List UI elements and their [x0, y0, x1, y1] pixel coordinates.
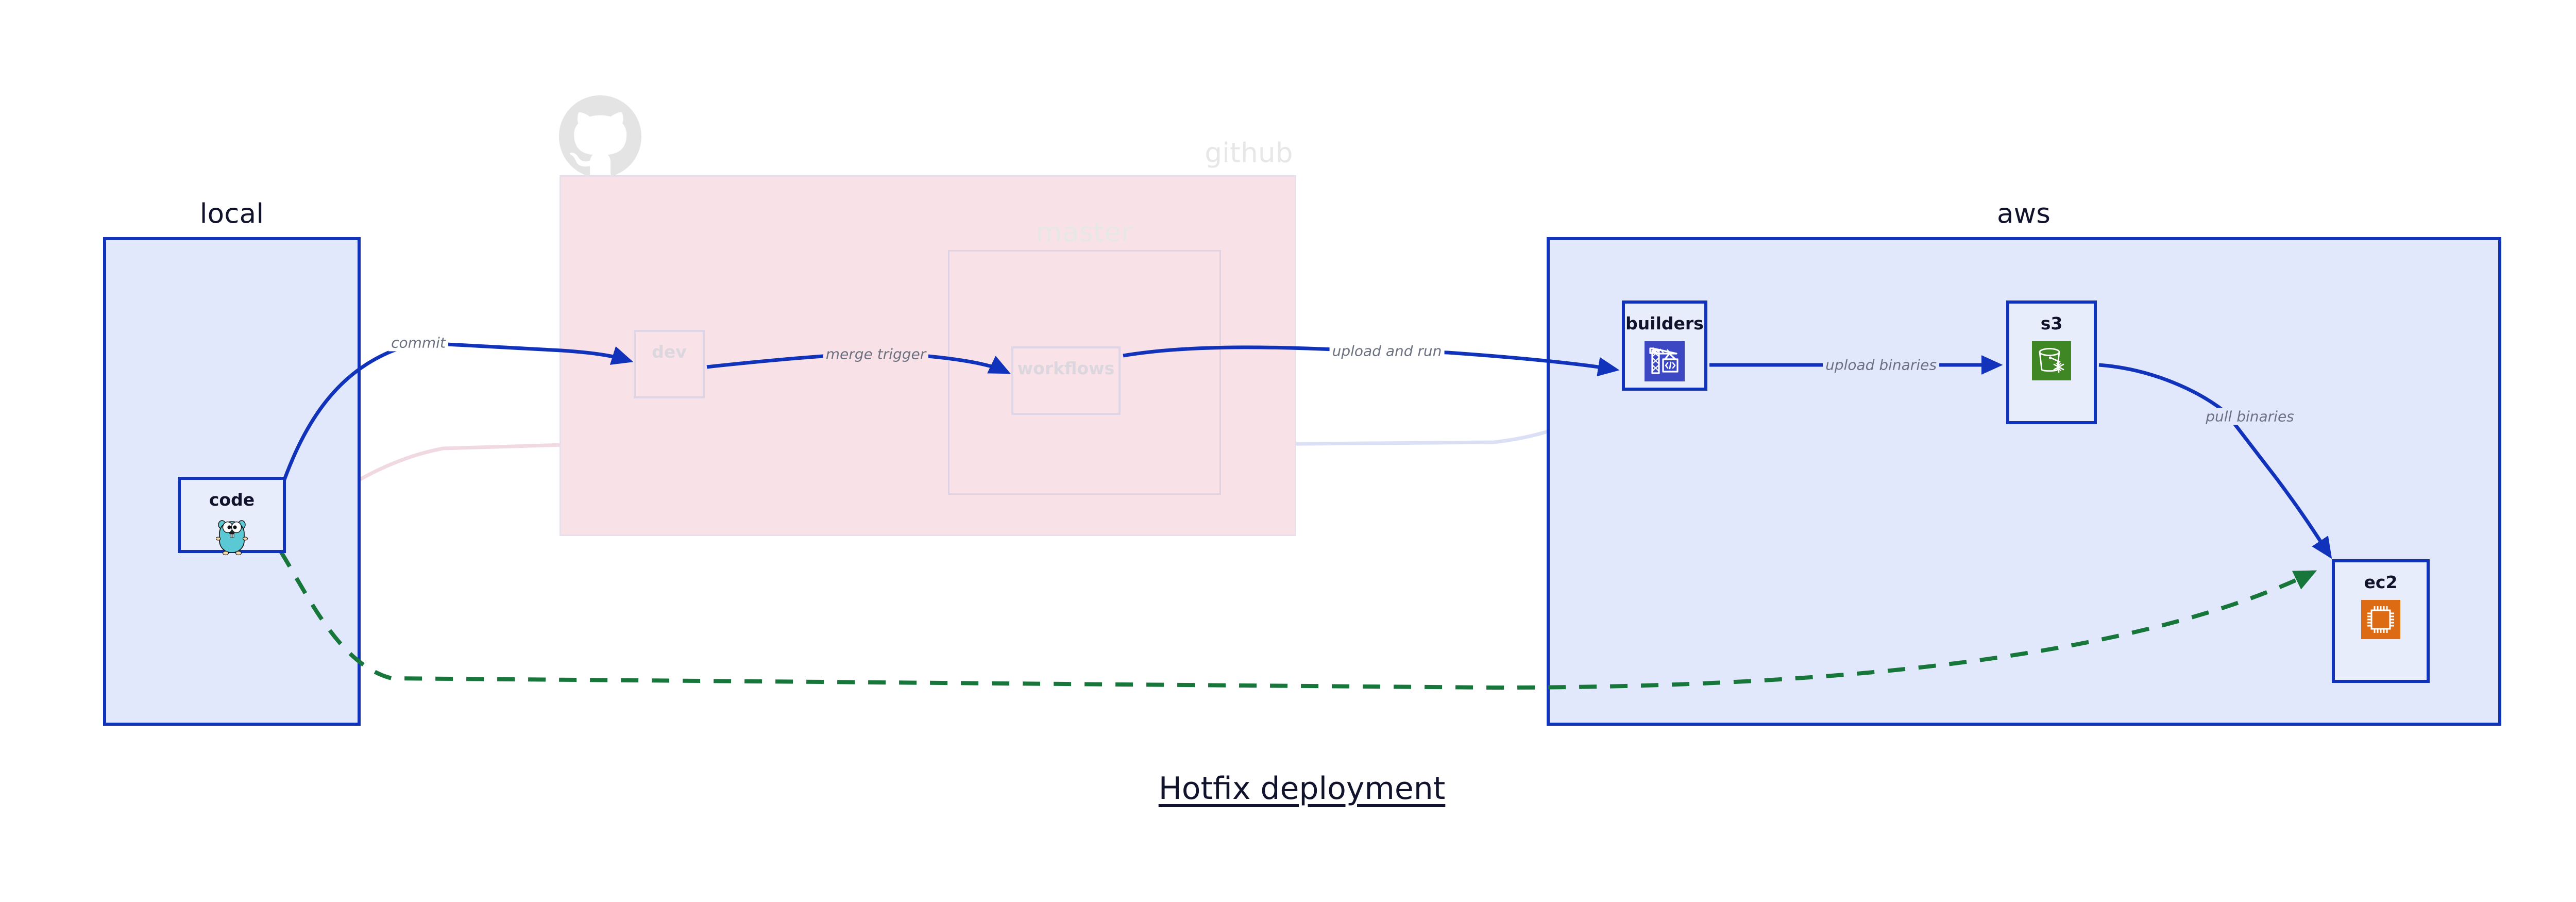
node-label-dev: dev — [652, 342, 687, 362]
node-code[interactable]: code — [178, 477, 286, 556]
node-label-ec2: ec2 — [2364, 572, 2398, 592]
edge-label-pull-binaries: pull binaries — [2203, 408, 2297, 425]
container-label-local: local — [199, 198, 264, 230]
edge-hotfix-direct — [279, 550, 2317, 690]
github-octocat-icon — [559, 95, 641, 180]
edge-label-merge-trigger: merge trigger — [823, 345, 929, 363]
edge-label-upload-binaries: upload binaries — [1823, 356, 1939, 374]
edge-label-upload-and-run: upload and run — [1329, 342, 1445, 360]
node-label-code: code — [209, 490, 255, 510]
node-label-builders: builders — [1625, 313, 1704, 333]
container-label-master: master — [1035, 216, 1133, 248]
container-master — [948, 250, 1221, 495]
container-label-aws: aws — [1996, 198, 2051, 230]
go-gopher-icon — [216, 517, 248, 556]
aws-codebuild-crane-icon — [1645, 341, 1685, 381]
node-ec2[interactable]: ec2 — [2332, 559, 2430, 683]
page-title: Hotfix deployment — [1158, 771, 1446, 807]
node-label-workflows: workflows — [1017, 358, 1115, 378]
edge-label-commit: commit — [388, 334, 448, 352]
node-builders[interactable]: builders — [1622, 300, 1707, 391]
aws-ec2-chip-icon — [2361, 600, 2400, 639]
node-workflows[interactable]: workflows — [1011, 346, 1121, 415]
aws-s3-glacier-bucket-icon — [2032, 341, 2071, 380]
container-label-github: github — [1205, 137, 1293, 169]
node-s3[interactable]: s3 — [2006, 300, 2097, 424]
edge-pull-binaries — [2098, 363, 2332, 559]
node-dev[interactable]: dev — [634, 330, 705, 398]
node-label-s3: s3 — [2040, 313, 2063, 333]
edge-commit — [279, 341, 634, 491]
